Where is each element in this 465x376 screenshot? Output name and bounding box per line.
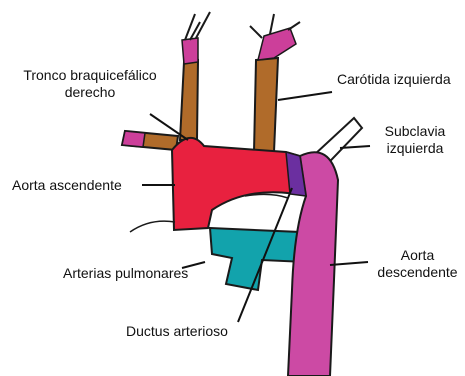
label-tronco-line1: Tronco braquicefálico xyxy=(10,67,170,84)
background-outline-left xyxy=(130,221,175,232)
label-aorta-ascendente: Aorta ascendente xyxy=(12,177,122,194)
label-aorta-descendente: Aorta descendente xyxy=(370,247,465,281)
label-subclavia-izquierda: Subclavia izquierda xyxy=(375,123,455,157)
label-ductus-arterioso: Ductus arterioso xyxy=(126,323,228,340)
left-carotid-tip xyxy=(258,28,296,60)
label-tronco-braquicefalico: Tronco braquicefálico derecho xyxy=(10,67,170,101)
pulmonary-arteries xyxy=(210,228,305,290)
brachiocephalic-trunk xyxy=(180,60,198,140)
label-carotida-izquierda: Carótida izquierda xyxy=(337,71,451,88)
label-subclavia-line2: izquierda xyxy=(375,140,455,157)
leader-carotida xyxy=(278,92,332,100)
label-subclavia-line1: Subclavia xyxy=(375,123,455,140)
brachiocephalic-top-lines xyxy=(185,12,210,40)
right-subclavian-tip xyxy=(122,131,145,147)
label-tronco-line2: derecho xyxy=(10,84,170,101)
label-arterias-pulmonares: Arterias pulmonares xyxy=(63,265,188,282)
label-aorta-desc-line1: Aorta xyxy=(370,247,465,264)
brachiocephalic-top-tip xyxy=(182,38,198,64)
left-carotid-artery xyxy=(254,58,278,152)
label-aorta-desc-line2: descendente xyxy=(370,264,465,281)
background-outline-right xyxy=(245,194,288,198)
